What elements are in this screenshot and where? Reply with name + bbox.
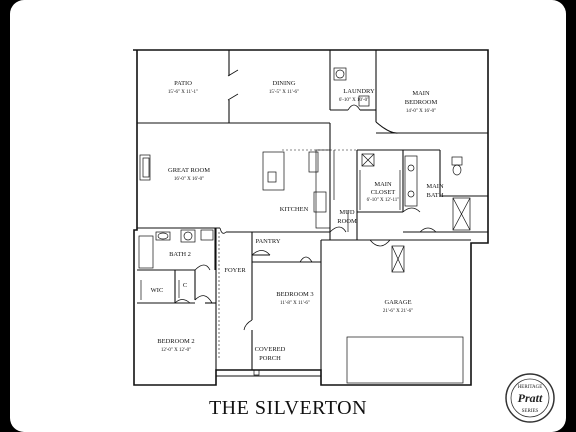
logo-bottom-text: SERIES	[522, 409, 539, 414]
fixtures	[138, 67, 471, 384]
room-label-main-closet-line1: MAIN	[374, 181, 392, 188]
room-dims-patio: 15'-6" X 11'-1"	[168, 90, 198, 95]
room-label-foyer: FOYER	[224, 267, 246, 274]
floor-plan-card	[10, 0, 566, 432]
room-dims-main-closet: 6'-10" X 12'-11"	[367, 198, 400, 203]
heritage-series-logo: HERITAGE Pratt SERIES	[505, 373, 555, 423]
room-label-main-bath-line1: MAIN	[426, 183, 444, 190]
room-label-bedroom-2: BEDROOM 2	[157, 338, 194, 345]
room-label-covered-porch-line1: COVERED	[255, 346, 286, 353]
room-label-covered-porch-line2: PORCH	[259, 355, 281, 362]
room-label-patio: PATIO	[174, 80, 192, 87]
room-label-mud-room-line1: MUD	[339, 209, 354, 216]
plan-title: THE SILVERTON	[208, 397, 368, 419]
room-label-closet-c: C	[183, 282, 187, 289]
room-label-great-room: GREAT ROOM	[168, 167, 210, 174]
logo-brand-text: Pratt	[518, 391, 543, 405]
room-label-main-bath-line2: BATH	[427, 192, 444, 199]
room-dims-laundry: 6'-10" X 10'-0"	[339, 98, 369, 103]
room-dims-great-room: 16'-0" X 16'-0"	[174, 177, 204, 182]
room-label-main-bedroom-line2: BEDROOM	[405, 99, 438, 106]
room-dims-bedroom-2: 12'-0" X 12'-0"	[161, 348, 191, 353]
doors-and-swings	[174, 69, 437, 331]
room-label-dining: DINING	[272, 80, 295, 87]
logo-top-text: HERITAGE	[518, 385, 543, 390]
room-label-mud-room-line2: ROOM	[337, 218, 357, 225]
room-label-bath-2: BATH 2	[169, 251, 191, 258]
dashed-lines	[218, 149, 357, 360]
room-dims-dining: 15'-5" X 11'-6"	[269, 90, 299, 95]
room-dims-main-bedroom: 14'-0" X 16'-0"	[406, 109, 436, 114]
room-label-main-closet-line2: CLOSET	[371, 189, 396, 196]
room-label-main-bedroom-line1: MAIN	[412, 90, 430, 97]
room-label-bedroom-3: BEDROOM 3	[276, 291, 313, 298]
room-label-laundry: LAUNDRY	[343, 88, 375, 95]
room-label-garage: GARAGE	[384, 299, 411, 306]
room-dims-bedroom-3: 11'-8" X 11'-6"	[280, 301, 310, 306]
room-label-pantry: PANTRY	[255, 238, 280, 245]
room-label-wic: WIC	[151, 287, 164, 294]
room-dims-garage: 21'-6" X 21'-6"	[383, 309, 413, 314]
room-label-kitchen: KITCHEN	[280, 206, 309, 213]
